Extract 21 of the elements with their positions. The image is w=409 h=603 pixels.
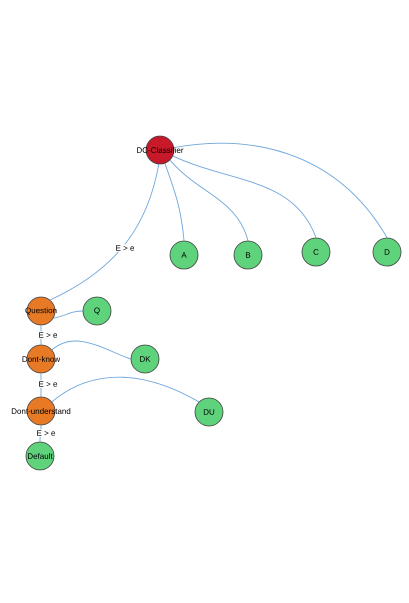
circle-node: B — [234, 240, 262, 270]
circle-node: Default — [26, 442, 54, 470]
edge-label: E > e — [38, 380, 58, 388]
circle-node: DU — [194, 398, 224, 426]
connector — [52, 376, 200, 402]
edge-label: E > e — [36, 429, 56, 437]
connector — [170, 160, 248, 242]
connector — [52, 340, 132, 360]
circle-node: DK — [130, 344, 160, 374]
connector — [53, 310, 84, 319]
circle-node: C — [302, 238, 330, 266]
connector — [40, 424, 42, 442]
connector — [172, 156, 316, 238]
connector — [50, 164, 160, 300]
edge-label: E > e — [38, 331, 58, 339]
connector — [164, 163, 184, 242]
edge-label: E > e — [114, 244, 136, 252]
circle-node: A — [170, 240, 198, 270]
connector — [174, 142, 388, 238]
circle-node: D — [372, 238, 402, 266]
circle-node: Q — [82, 296, 112, 326]
